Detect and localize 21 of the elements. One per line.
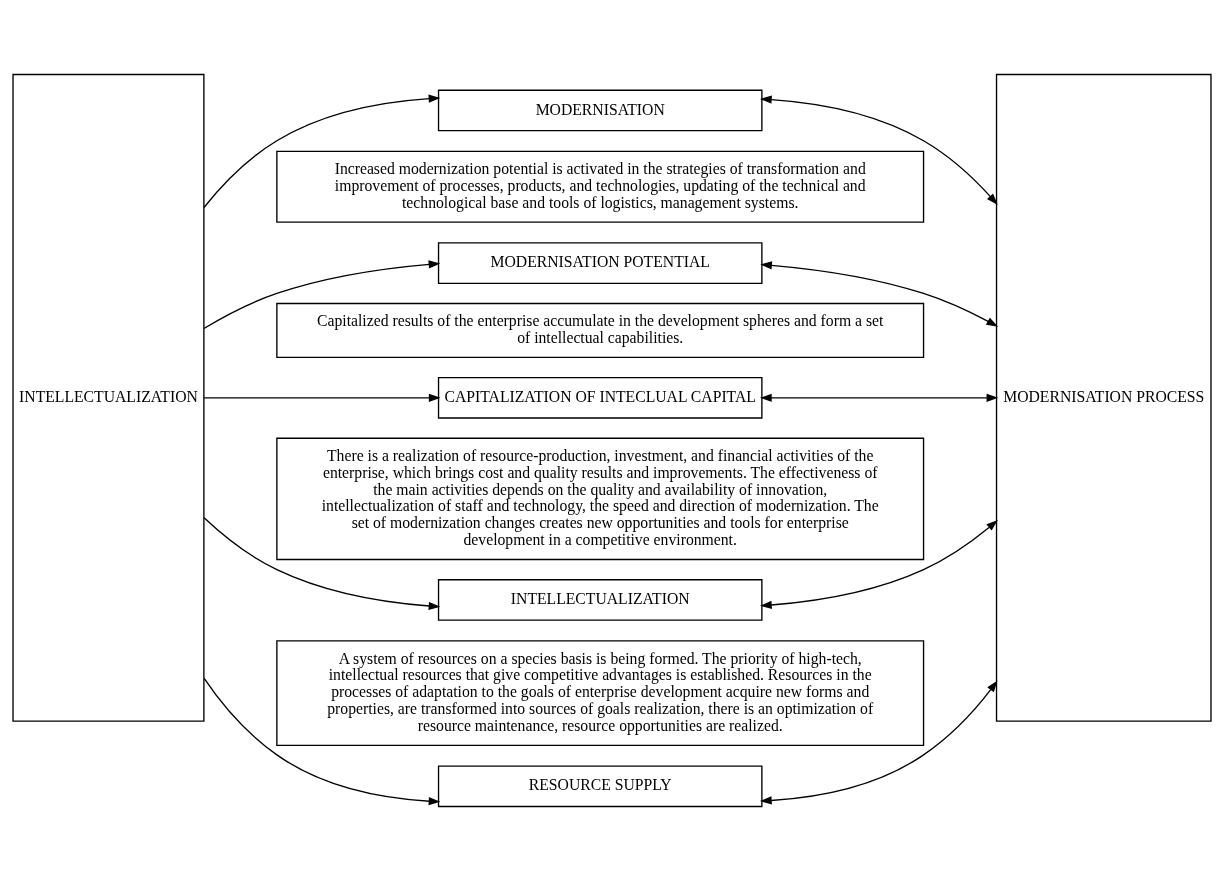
node-box: RESOURCE SUPPLY xyxy=(437,765,763,808)
node-box: INTELLECTUALIZATION xyxy=(12,73,205,722)
node-box: Increased modernization potential is activated in the strategies of transformation and improvement of processes, products, and technologies, updating of the technical and technological base and tools of logistics, management systems. xyxy=(276,150,925,223)
node-box: Capitalized results of the enterprise accumulate in the development spheres and form a set of intellectual capabilities. xyxy=(276,302,925,359)
node-box: CAPITALIZATION OF INTECLUAL CAPITAL xyxy=(437,376,763,419)
arrow xyxy=(760,261,999,327)
node-box: MODERNISATION PROCESS xyxy=(995,73,1212,722)
node-box: There is a realization of resource-production, investment, and financial activities of the enterprise, which brings cost and quality results and improvements. The effectiveness of the main activities depends on the quality and availability of innovation, intellectualization of staff and technology, the speed and direction of modernization. The set of modernization changes creates new opportunities and tools for enterprise development in a competitive environment. xyxy=(276,437,925,561)
arrow xyxy=(760,680,998,805)
node-box: INTELLECTUALIZATION xyxy=(437,579,763,621)
arrow xyxy=(203,260,441,330)
arrow xyxy=(760,95,998,206)
arrow xyxy=(760,519,998,610)
arrow xyxy=(759,393,999,402)
arrow xyxy=(203,94,441,209)
node-box: A system of resources on a species basis is being formed. The priority of high-tech, intellectual resources that give competitive advantages is established. Resources in the processes of adaptation to the goals of enterprise development acquire new forms and properties, are transformed into sources of goals realization, there is an optimization of resource maintenance, resource opportunities are realized. xyxy=(276,640,925,746)
arrow xyxy=(203,517,441,611)
arrow xyxy=(203,393,441,402)
node-box: MODERNISATION xyxy=(437,89,763,132)
node-box: MODERNISATION POTENTIAL xyxy=(437,242,763,284)
arrow xyxy=(203,677,441,806)
